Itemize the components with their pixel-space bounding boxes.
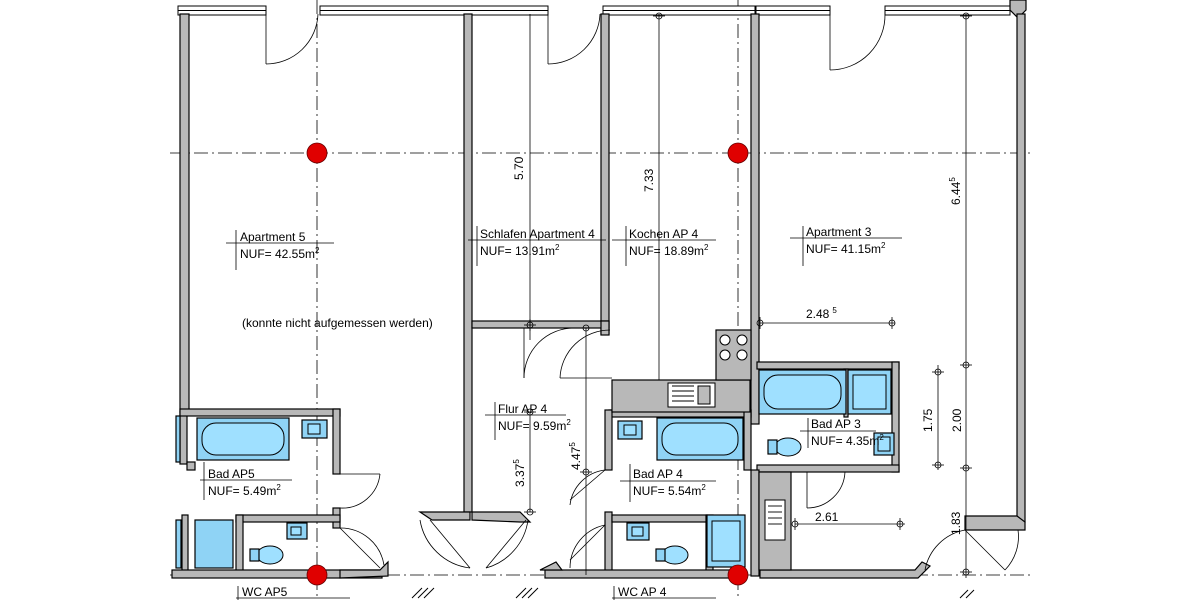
dimension-superscript: 5 xyxy=(948,177,957,182)
svg-text:NUF= 9.59m2: NUF= 9.59m2 xyxy=(498,418,571,433)
axis-lines xyxy=(170,0,1030,600)
doors xyxy=(265,13,1019,571)
room-name-apartment-3: Apartment 3 xyxy=(806,225,872,239)
dimension-1-83: 1.83 xyxy=(949,511,963,535)
structural-columns xyxy=(306,142,749,586)
dimension-superscript: 5 xyxy=(568,442,577,447)
column-marker xyxy=(727,564,749,586)
dimension-4-47: 4.47 xyxy=(569,446,583,470)
area-unit-superscript: 2 xyxy=(701,483,706,492)
dimension-7-33: 7.33 xyxy=(642,168,656,192)
room-name-apartment-5: Apartment 5 xyxy=(240,230,306,244)
area-unit-superscript: 2 xyxy=(879,433,884,442)
svg-text:NUF= 42.55m2: NUF= 42.55m2 xyxy=(240,246,320,261)
dimension-superscript: 5 xyxy=(512,459,521,464)
svg-text:NUF= 13.91m2: NUF= 13.91m2 xyxy=(480,243,560,258)
svg-text:NUF= 5.49m2: NUF= 5.49m2 xyxy=(208,483,281,498)
svg-text:NUF= 41.15m2: NUF= 41.15m2 xyxy=(806,241,886,256)
bottom-hatching xyxy=(411,587,975,599)
svg-text:2.485: 2.485 xyxy=(806,306,837,321)
svg-text:4.475: 4.475 xyxy=(568,442,583,470)
area-unit-superscript: 2 xyxy=(704,243,709,252)
room-name-bad-ap5: Bad AP5 xyxy=(208,467,255,481)
area-unit-superscript: 2 xyxy=(881,241,886,250)
area-unit-superscript: 2 xyxy=(555,243,560,252)
room-name-wc-ap-4: WC AP 4 xyxy=(618,585,667,599)
room-labels: Apartment 5 NUF= 42.55m2 (konnte nicht a… xyxy=(208,225,886,599)
svg-text:NUF= 18.89m2: NUF= 18.89m2 xyxy=(629,243,709,258)
area-unit-superscript: 2 xyxy=(276,483,281,492)
svg-text:6.445: 6.445 xyxy=(948,177,963,205)
room-area-bad-ap5: NUF= 5.49m xyxy=(208,484,276,498)
area-unit-superscript: 2 xyxy=(315,246,320,255)
dimension-superscript: 5 xyxy=(832,306,837,315)
dimension-2-00: 2.00 xyxy=(950,408,964,432)
room-name-bad-ap-4: Bad AP 4 xyxy=(633,467,683,481)
room-area-bad-ap-3: NUF= 4.35m xyxy=(811,434,879,448)
dimension-1-75: 1.75 xyxy=(921,408,935,432)
room-area-schlafen-apartment-4: NUF= 13.91m xyxy=(480,244,555,258)
dimension-3-37: 3.37 xyxy=(513,463,527,487)
room-area-kochen-ap-4: NUF= 18.89m xyxy=(629,244,704,258)
dimension-6-44: 6.44 xyxy=(949,181,963,205)
column-marker xyxy=(306,564,328,586)
column-marker xyxy=(727,142,749,164)
dimension-lines xyxy=(524,12,972,578)
room-name-flur-ap-4: Flur AP 4 xyxy=(498,402,547,416)
svg-text:NUF= 4.35m2: NUF= 4.35m2 xyxy=(811,433,884,448)
column-marker xyxy=(306,142,328,164)
dimension-5-70: 5.70 xyxy=(512,156,526,180)
room-area-flur-ap-4: NUF= 9.59m xyxy=(498,419,566,433)
room-area-apartment-3: NUF= 41.15m xyxy=(806,242,881,256)
svg-text:3.375: 3.375 xyxy=(512,459,527,487)
room-area-apartment-5: NUF= 42.55m xyxy=(240,247,315,261)
room-name-schlafen-apartment-4: Schlafen Apartment 4 xyxy=(480,227,595,241)
sanitary-fixtures xyxy=(175,369,895,569)
kitchen-counters xyxy=(611,329,792,571)
room-name-wc-ap5: WC AP5 xyxy=(242,585,288,599)
walls xyxy=(171,13,1026,579)
room-name-kochen-ap-4: Kochen AP 4 xyxy=(629,227,698,241)
dimension-2-48: 2.48 xyxy=(806,307,830,321)
top-windows xyxy=(177,0,1027,19)
dimension-2-61: 2.61 xyxy=(815,510,839,524)
area-unit-superscript: 2 xyxy=(566,418,571,427)
room-note-apartment-5: (konnte nicht aufgemessen werden) xyxy=(242,316,433,330)
room-area-bad-ap-4: NUF= 5.54m xyxy=(633,484,701,498)
svg-text:NUF= 5.54m2: NUF= 5.54m2 xyxy=(633,483,706,498)
label-rules xyxy=(200,226,902,600)
room-name-bad-ap-3: Bad AP 3 xyxy=(811,417,861,431)
